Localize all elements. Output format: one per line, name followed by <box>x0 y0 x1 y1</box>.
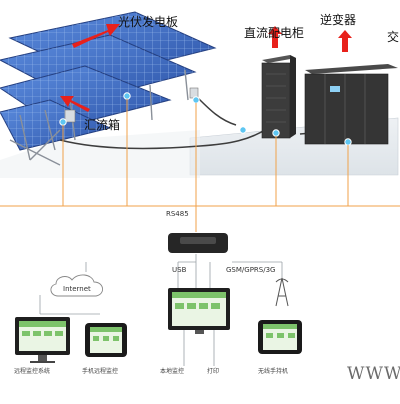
device-caption: 手机远程监控 <box>82 368 119 375</box>
node-dot <box>344 138 352 146</box>
rs485-label: RS485 <box>166 210 189 218</box>
node-dot <box>239 126 247 134</box>
inverter-label: 逆变器 <box>320 13 357 27</box>
arrow <box>60 24 352 112</box>
node-dot <box>272 129 280 137</box>
right-edge-label: 交 <box>387 30 400 44</box>
device-caption: 无线手持机 <box>258 368 289 375</box>
device-caption: 远程监控系统 <box>14 368 51 375</box>
solar-panel-array <box>0 11 217 166</box>
antenna-icon <box>275 277 289 307</box>
pv-panel-label: 光伏发电板 <box>118 15 179 29</box>
internet-label: Internet <box>63 285 91 293</box>
inverter-cabinet <box>304 64 398 145</box>
handheld-terminal <box>258 320 302 354</box>
tablet-device <box>85 323 127 357</box>
rs485-gateway <box>168 233 228 253</box>
node-dot <box>123 92 131 100</box>
node-dot <box>59 118 67 126</box>
watermark: WWW <box>347 364 400 384</box>
gsm-label: GSM/GPRS/3G <box>226 266 276 274</box>
device-caption: 打印 <box>207 368 220 375</box>
internet-cloud-icon <box>50 274 103 297</box>
dc-cabinet <box>261 55 296 139</box>
usb-label: USB <box>172 266 187 274</box>
signal-bus <box>0 99 400 232</box>
dc-cabinet-label: 直流配电柜 <box>244 26 305 40</box>
device-caption: 本地监控 <box>160 368 185 375</box>
monitor-remote <box>15 317 70 363</box>
node-dot <box>192 96 200 104</box>
combiner-box-label: 汇流箱 <box>84 118 121 132</box>
monitor-local <box>168 288 230 334</box>
